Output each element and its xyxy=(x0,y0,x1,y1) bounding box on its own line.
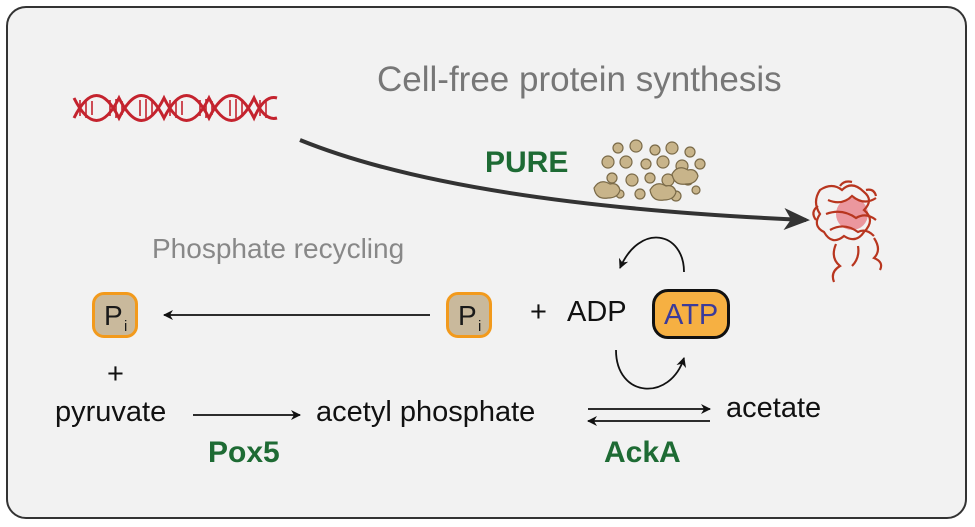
adp-label: ADP xyxy=(567,296,627,328)
diagram-title: Cell-free protein synthesis xyxy=(377,60,782,99)
plus-sign-pyruvate: + xyxy=(107,358,124,390)
phosphate-letter: P xyxy=(458,300,477,331)
pyruvate-label: pyruvate xyxy=(55,396,167,428)
acetyl-phosphate-label: acetyl phosphate xyxy=(316,396,536,428)
atp-hydrolysis-arrow xyxy=(619,236,685,273)
phosphate-letter: P xyxy=(104,300,123,331)
atp-regeneration-arrow xyxy=(615,349,687,390)
synthesis-arrow xyxy=(299,138,810,231)
pure-label: PURE xyxy=(485,146,569,179)
phosphate-box-middle: P i xyxy=(446,292,492,338)
phosphate-subscript: i xyxy=(478,318,482,335)
enzyme-acka-label: AckA xyxy=(604,436,681,469)
dna-helix-icon xyxy=(72,94,278,122)
folded-protein-icon xyxy=(812,180,883,283)
plus-sign-adp: + xyxy=(530,296,547,328)
phosphate-subscript: i xyxy=(124,318,128,335)
ribosome-beads-icon xyxy=(593,139,706,202)
atp-box: ATP xyxy=(652,289,730,339)
phosphate-box-left: P i xyxy=(92,292,138,338)
phosphate-recycling-label: Phosphate recycling xyxy=(152,233,405,264)
acetate-label: acetate xyxy=(726,392,822,424)
enzyme-pox5-label: Pox5 xyxy=(208,436,280,469)
atp-label: ATP xyxy=(664,299,719,331)
diagram-frame xyxy=(6,6,967,519)
